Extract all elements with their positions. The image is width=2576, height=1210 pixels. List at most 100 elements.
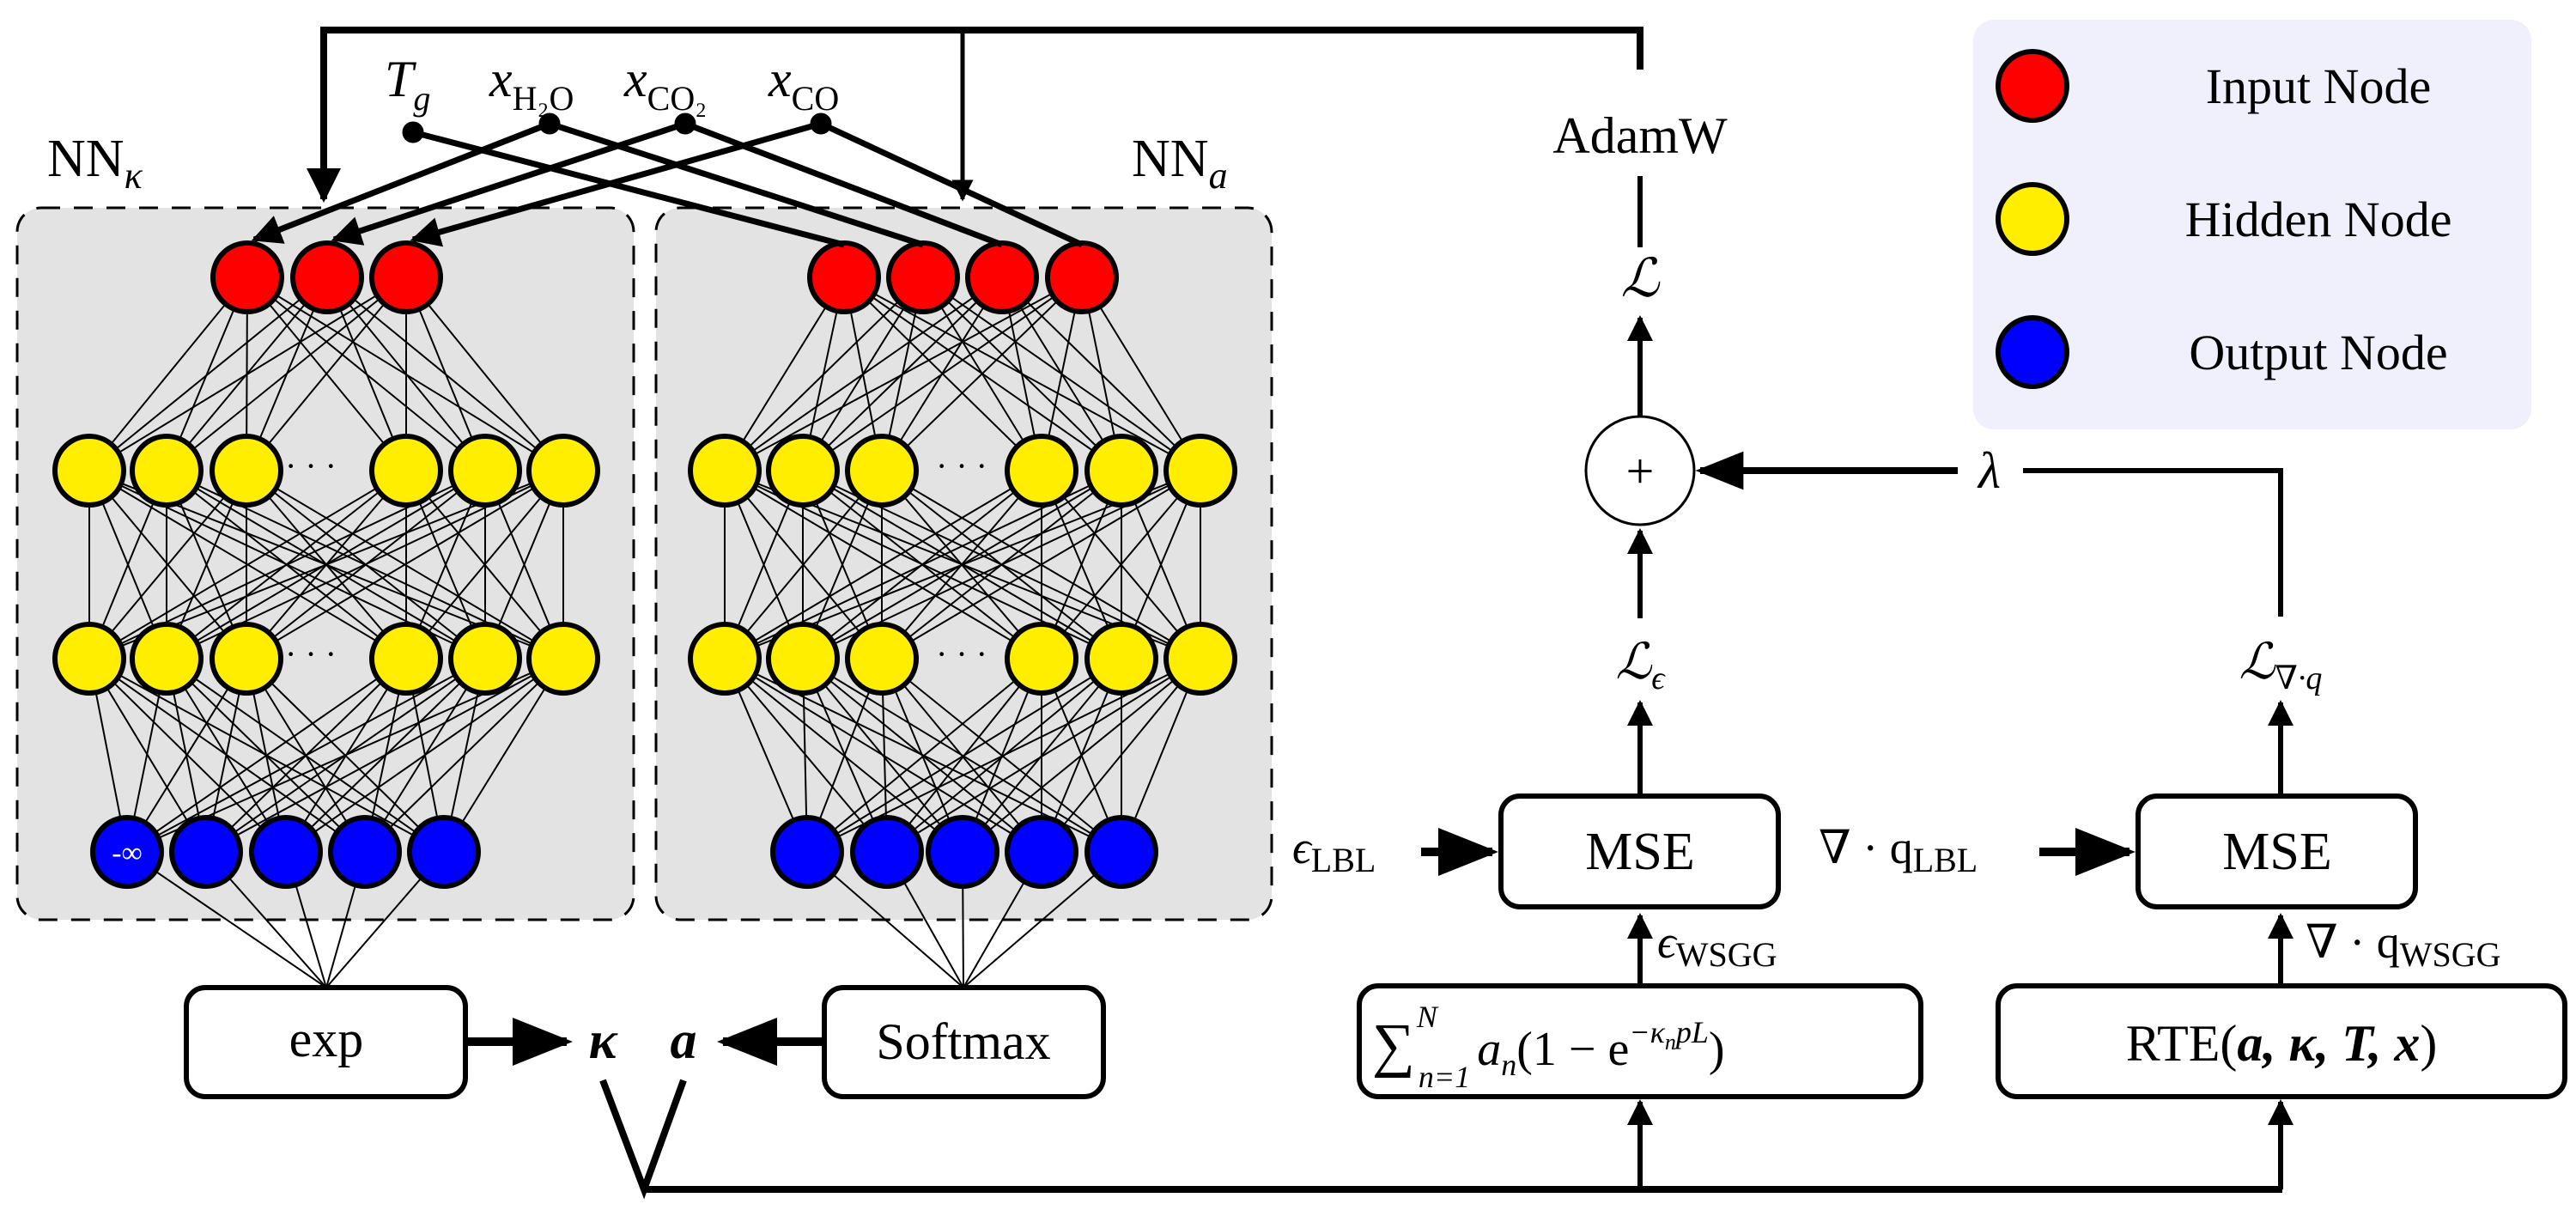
kappa-hidden-node bbox=[130, 622, 204, 696]
a-hidden-node bbox=[688, 434, 762, 508]
optimizer-feedback-line bbox=[307, 27, 1643, 203]
a-hidden-node bbox=[766, 434, 840, 508]
kappa-edge bbox=[88, 470, 247, 660]
input-label-xco: xCO bbox=[768, 51, 839, 118]
softmax-label: Softmax bbox=[876, 1013, 1050, 1070]
mse-right-box bbox=[2136, 793, 2418, 909]
kappa-input-node bbox=[210, 240, 284, 314]
legend-input-label: Input Node bbox=[2206, 58, 2432, 114]
loss-label: ℒ bbox=[1621, 250, 1661, 308]
a-edge bbox=[1081, 277, 1201, 471]
kappa-edge bbox=[88, 470, 407, 660]
kappa-edge bbox=[405, 470, 564, 660]
eps-lbl-label: ϵLBL bbox=[1292, 822, 1376, 879]
legend-hidden-swatch bbox=[1996, 182, 2069, 256]
legend-box bbox=[1973, 20, 2531, 429]
a-hidden-node bbox=[1163, 622, 1237, 696]
kappa-hidden-ellipsis: · · · bbox=[285, 635, 337, 673]
legend-output-swatch bbox=[1996, 315, 2069, 389]
kappa-input-node bbox=[290, 240, 364, 314]
plus-symbol: + bbox=[1626, 443, 1655, 499]
a-hidden-ellipsis: · · · bbox=[936, 447, 987, 485]
kappa-edge bbox=[405, 277, 564, 471]
kappa-edge bbox=[205, 658, 564, 853]
a-output-node bbox=[850, 815, 924, 889]
a-edge bbox=[802, 277, 1083, 471]
negative-infinity-label: -∞ bbox=[112, 837, 143, 869]
a-edge bbox=[962, 658, 1122, 853]
kappa-hidden-node bbox=[52, 622, 126, 696]
mse-left-label: MSE bbox=[1585, 823, 1694, 881]
a-hidden-node bbox=[1084, 434, 1158, 508]
input-routing bbox=[251, 112, 1084, 248]
kappa-edge bbox=[126, 658, 486, 853]
kappa-output-node bbox=[328, 815, 402, 889]
kappa-symbol: κ bbox=[589, 1012, 618, 1070]
a-input-node bbox=[886, 240, 960, 314]
legend-input-swatch bbox=[1996, 49, 2069, 123]
a-edge bbox=[881, 658, 1042, 853]
a-edge bbox=[724, 277, 845, 471]
input-route-a bbox=[683, 120, 1004, 248]
lambda-label: λ bbox=[1977, 442, 2001, 499]
a-edge bbox=[724, 470, 1042, 660]
divq-lbl-label: ∇ · qLBL bbox=[1819, 822, 1978, 879]
kappa-hidden-ellipsis: · · · bbox=[285, 447, 337, 485]
a-edge bbox=[1041, 470, 1201, 660]
a-hidden-node bbox=[1005, 434, 1078, 508]
kappa-edge bbox=[126, 658, 247, 853]
kappa-output-node bbox=[169, 815, 243, 889]
kappa-hidden-node bbox=[210, 622, 283, 696]
legend-hidden-label: Hidden Node bbox=[2185, 192, 2452, 247]
kappa-input-node bbox=[369, 240, 443, 314]
a-hidden-node bbox=[766, 622, 840, 696]
a-edge bbox=[806, 658, 1122, 853]
kappa-hidden-node bbox=[210, 434, 283, 508]
kappa-hidden-node bbox=[448, 622, 522, 696]
a-input-node bbox=[1045, 240, 1119, 314]
a-hidden-node bbox=[1005, 622, 1078, 696]
kappa-hidden-node bbox=[526, 434, 600, 508]
a-input-node bbox=[807, 240, 881, 314]
input-labels: Tg xH₂O xCO₂ xCO bbox=[385, 51, 839, 118]
a-edge bbox=[724, 277, 1003, 471]
divq-wsgg-label: ∇ · qWSGG bbox=[2306, 916, 2500, 974]
eps-wsgg-label: ϵWSGG bbox=[1657, 916, 1777, 974]
nn-a-title: NNa bbox=[1132, 130, 1228, 197]
a-output-node bbox=[770, 815, 844, 889]
kappa-hidden-node bbox=[130, 434, 204, 508]
a-output-node bbox=[1005, 815, 1078, 889]
input-route-kappa bbox=[410, 120, 822, 247]
merge-line bbox=[599, 1079, 2282, 1200]
kappa-edge bbox=[443, 658, 564, 853]
input-route-kappa bbox=[331, 120, 687, 246]
loss-div-to-lambda-line bbox=[2023, 468, 2283, 617]
kappa-hidden-node bbox=[448, 434, 522, 508]
kappa-output-node bbox=[90, 815, 164, 889]
kappa-edge bbox=[88, 277, 328, 471]
rte-formula: RTE(a, κ, T, x) bbox=[2126, 1015, 2438, 1072]
kappa-edge bbox=[246, 277, 407, 471]
a-hidden-node bbox=[1163, 434, 1237, 508]
loss-eps-label: ℒϵ bbox=[1615, 634, 1666, 696]
a-edge bbox=[881, 277, 1083, 471]
kappa-output-node bbox=[407, 815, 481, 889]
optimizer-label: AdamW bbox=[1552, 107, 1728, 164]
input-label-xh2o: xH₂O bbox=[489, 51, 574, 118]
input-label-tg: Tg bbox=[385, 51, 430, 118]
legend-output-label: Output Node bbox=[2189, 325, 2447, 380]
input-route-a bbox=[548, 120, 925, 248]
a-symbol: a bbox=[671, 1012, 697, 1070]
a-hidden-node bbox=[845, 622, 919, 696]
kappa-edge bbox=[166, 277, 407, 471]
input-route-kappa bbox=[251, 120, 551, 244]
kappa-edge bbox=[88, 277, 407, 471]
kappa-hidden-node bbox=[369, 622, 443, 696]
kappa-output-edge bbox=[126, 851, 327, 988]
nn-kappa-title: NNκ bbox=[47, 130, 143, 197]
kappa-edge bbox=[246, 470, 564, 660]
a-output-node bbox=[926, 815, 999, 889]
